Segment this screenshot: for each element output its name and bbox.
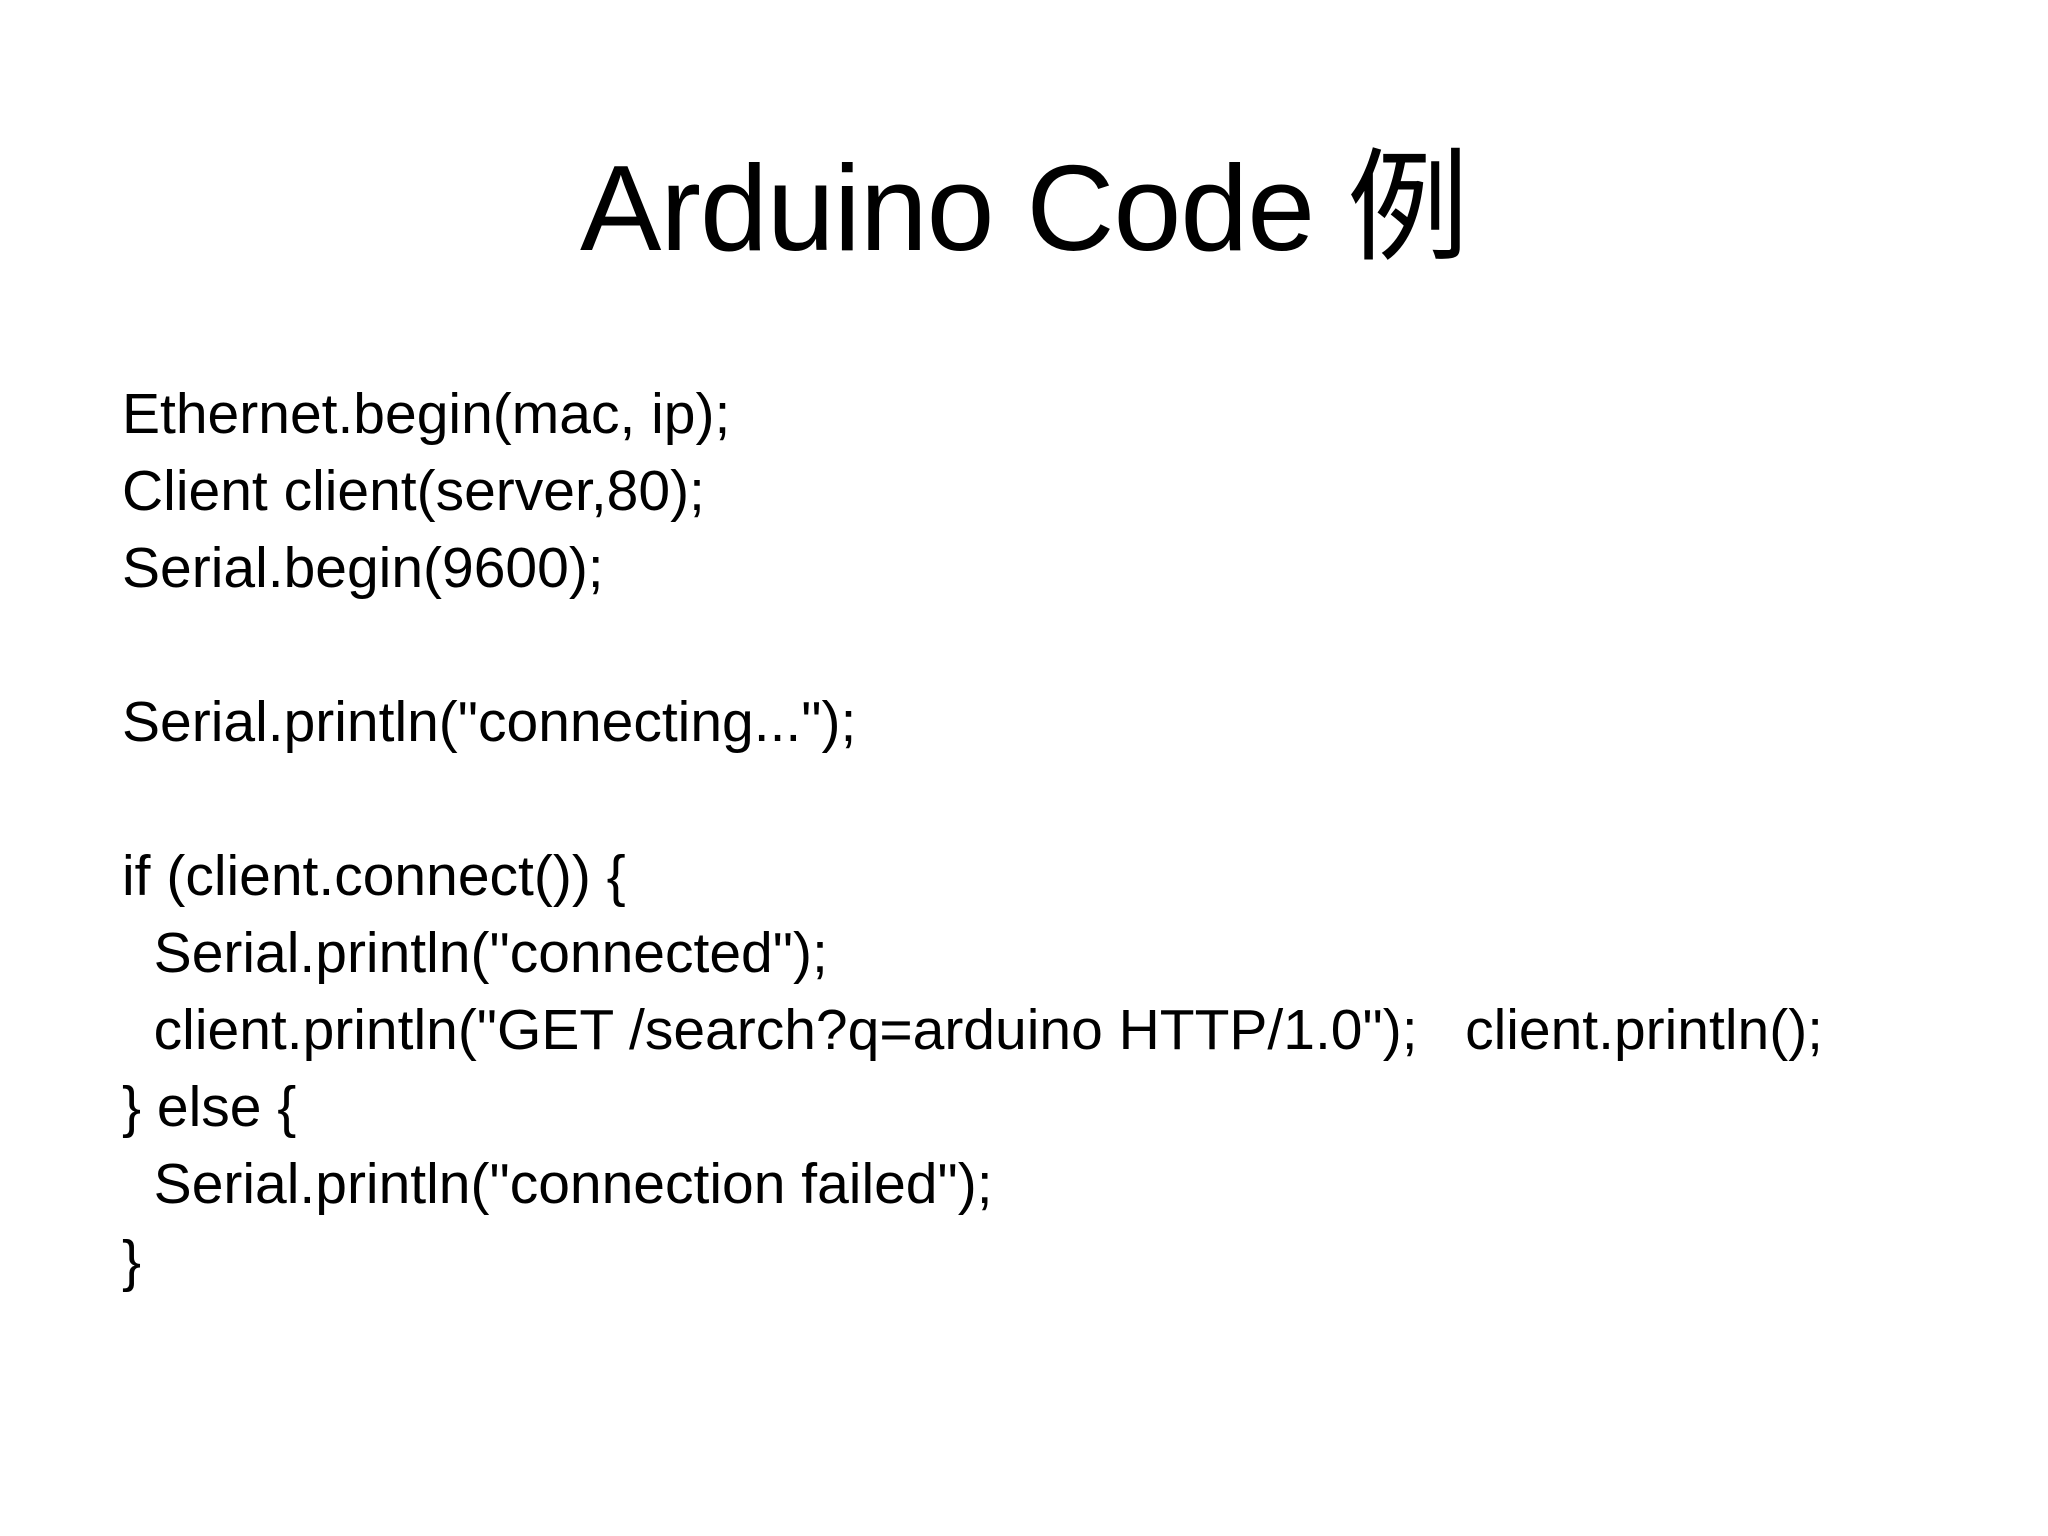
code-line: Client client(server,80); bbox=[122, 459, 705, 523]
code-line-blank bbox=[122, 607, 2008, 684]
code-line-blank bbox=[122, 761, 2008, 838]
code-line: if (client.connect()) { bbox=[122, 844, 626, 908]
code-line: Serial.println("connected"); bbox=[122, 921, 828, 985]
code-line: } else { bbox=[122, 1075, 297, 1139]
code-line: Serial.println("connection failed"); bbox=[122, 1152, 993, 1216]
code-line: Ethernet.begin(mac, ip); bbox=[122, 382, 731, 446]
code-line: Serial.begin(9600); bbox=[122, 536, 604, 600]
slide-title: Arduino Code 例 bbox=[580, 140, 1469, 276]
code-line: Serial.println("connecting..."); bbox=[122, 690, 857, 754]
code-line: } bbox=[122, 1229, 142, 1293]
code-line: client.println("GET /search?q=arduino HT… bbox=[122, 998, 1824, 1062]
code-block: Ethernet.begin(mac, ip); Client client(s… bbox=[122, 376, 2008, 1300]
